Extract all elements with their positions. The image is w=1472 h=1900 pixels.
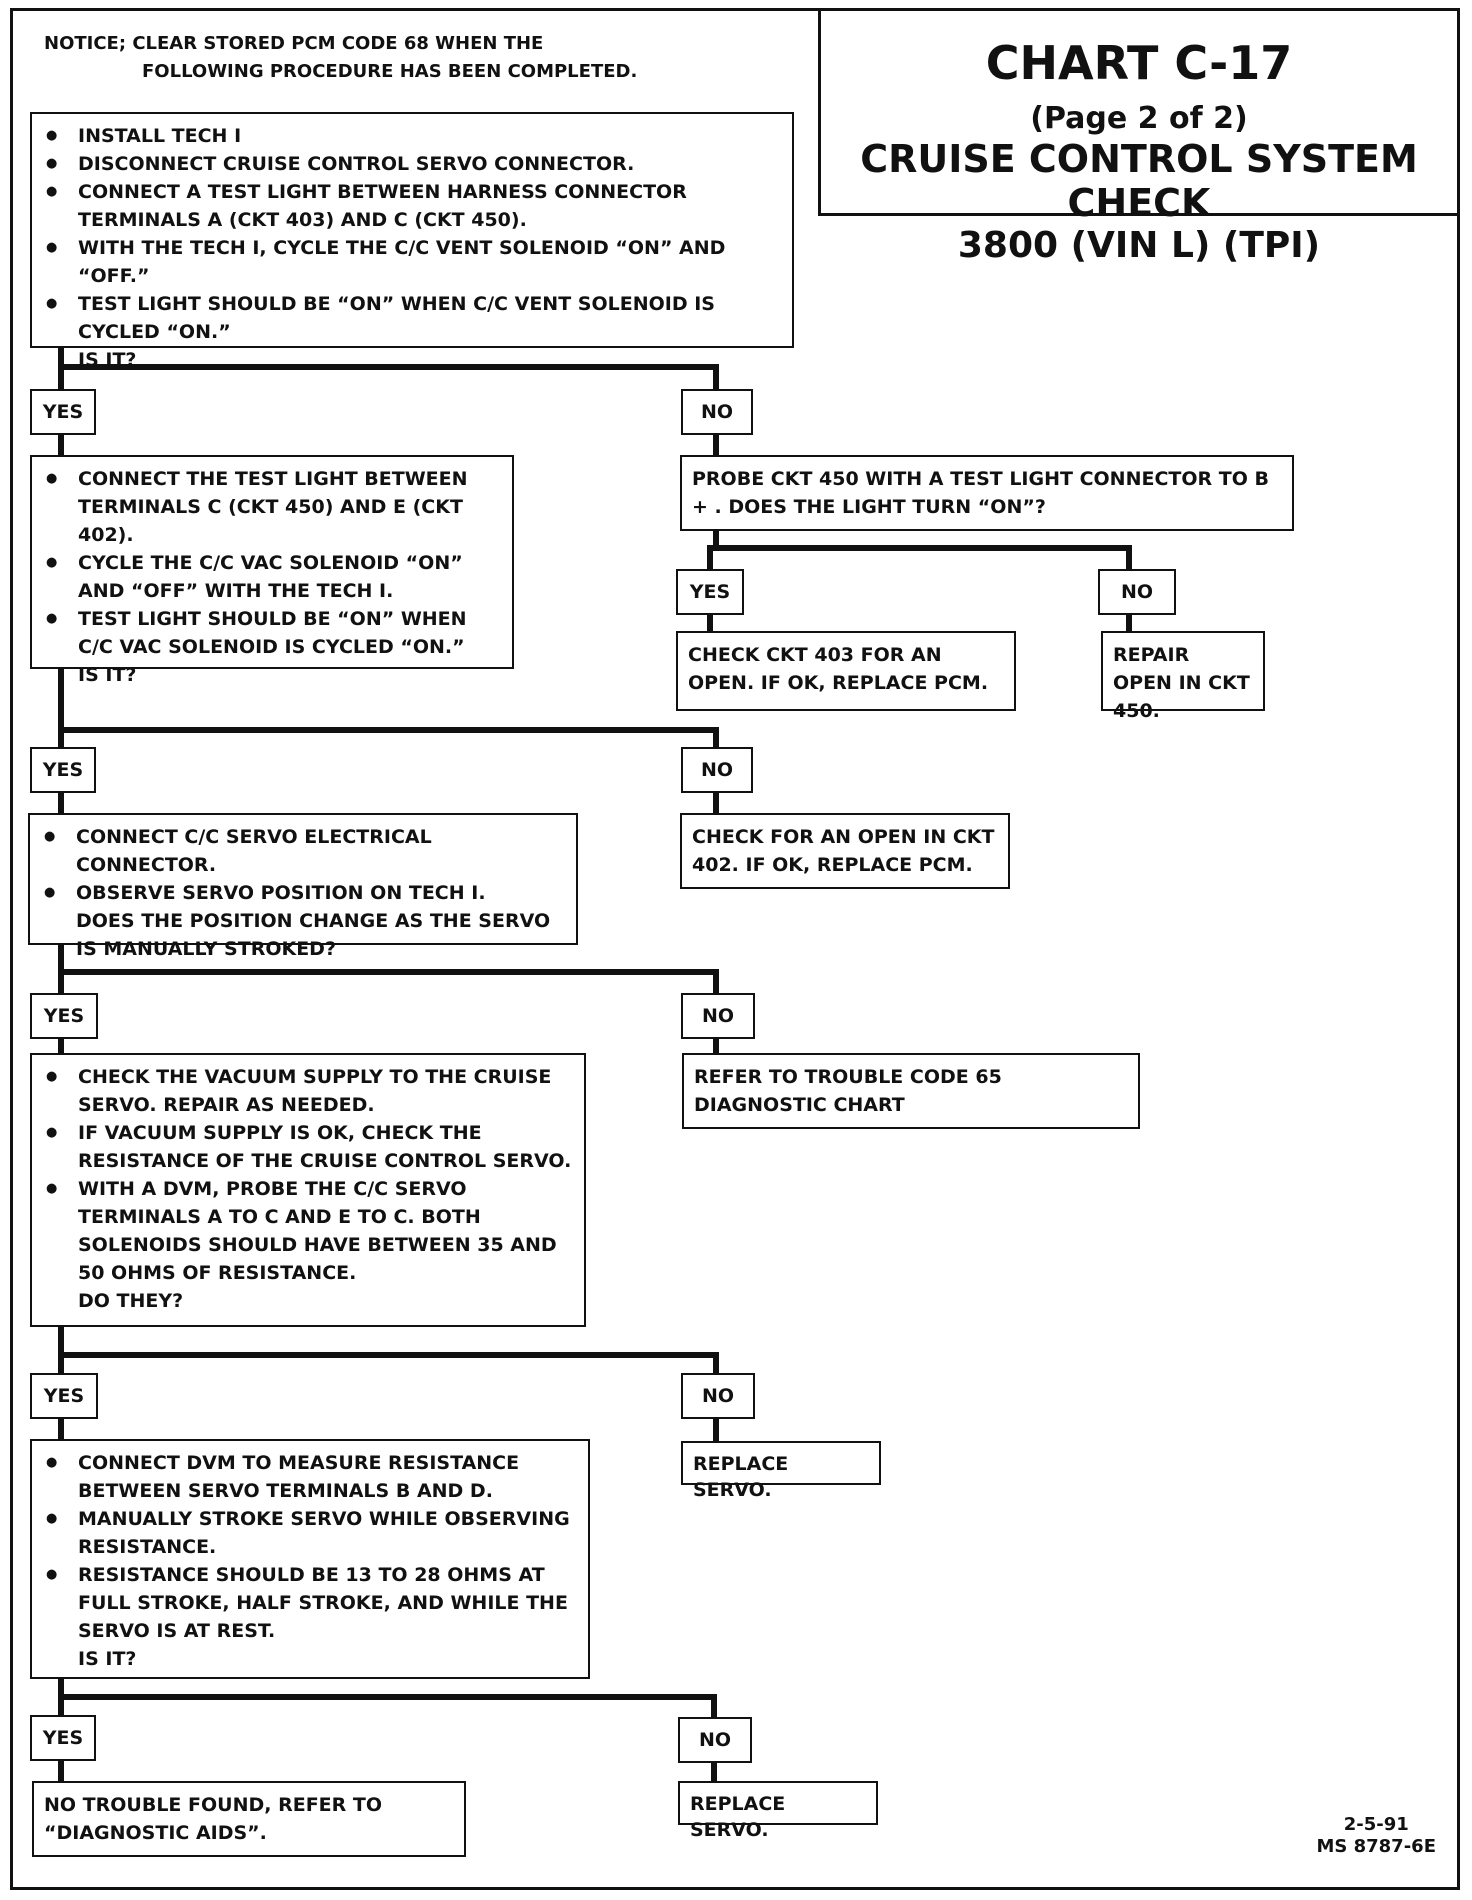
footer-date: 2-5-91	[1343, 1814, 1409, 1835]
step1-yes-label: YES	[30, 389, 96, 435]
step1-no-yes-action: CHECK CKT 403 FOR AN OPEN. IF OK, REPLAC…	[676, 631, 1016, 711]
step1-bullet: INSTALL TECH I	[42, 122, 782, 150]
step5-yes-label: YES	[30, 1715, 96, 1761]
step1-bullet: CONNECT A TEST LIGHT BETWEEN HARNESS CON…	[42, 178, 782, 234]
step5-bullet: RESISTANCE SHOULD BE 13 TO 28 OHMS AT FU…	[42, 1561, 578, 1645]
step5-question: IS IT?	[78, 1648, 137, 1670]
step1-no-action: PROBE CKT 450 WITH A TEST LIGHT CONNECTO…	[680, 455, 1294, 531]
step2-bullet: CONNECT THE TEST LIGHT BETWEEN TERMINALS…	[42, 465, 502, 549]
step5-no-action: REPLACE SERVO.	[678, 1781, 878, 1841]
step1-no-no-action: REPAIR OPEN IN CKT 450.	[1101, 631, 1265, 722]
step3-no-label: NO	[681, 993, 755, 1039]
step3-question: DOES THE POSITION CHANGE AS THE SERVO IS…	[76, 910, 551, 960]
step1-question: IS IT?	[78, 349, 137, 371]
step5-bullet: CONNECT DVM TO MEASURE RESISTANCE BETWEE…	[42, 1449, 578, 1505]
step4-bullet: IF VACUUM SUPPLY IS OK, CHECK THE RESIST…	[42, 1119, 574, 1175]
chart-title-block: CHART C-17 (Page 2 of 2) CRUISE CONTROL …	[818, 8, 1460, 266]
chart-page: (Page 2 of 2)	[1030, 101, 1248, 136]
step4-box: CHECK THE VACUUM SUPPLY TO THE CRUISE SE…	[30, 1053, 586, 1327]
step3-box: CONNECT C/C SERVO ELECTRICAL CONNECTOR. …	[28, 813, 578, 960]
chart-number: CHART C-17	[985, 36, 1293, 90]
step4-yes-label: YES	[30, 1373, 98, 1419]
footer: 2-5-91 MS 8787-6E	[1316, 1814, 1436, 1858]
step1-no-label: NO	[681, 389, 753, 435]
step5-no-label: NO	[678, 1717, 752, 1763]
step4-no-label: NO	[681, 1373, 755, 1419]
step5-bullet: MANUALLY STROKE SERVO WHILE OBSERVING RE…	[42, 1505, 578, 1561]
footer-code: MS 8787-6E	[1316, 1836, 1436, 1857]
page-border	[10, 8, 1460, 1890]
step1-no-yes-label: YES	[676, 569, 744, 615]
step2-no-action: CHECK FOR AN OPEN IN CKT 402. IF OK, REP…	[680, 813, 1010, 889]
step1-box: INSTALL TECH I DISCONNECT CRUISE CONTROL…	[30, 112, 794, 371]
step1-bullet: TEST LIGHT SHOULD BE “ON” WHEN C/C VENT …	[42, 290, 782, 346]
step2-question: IS IT?	[78, 664, 137, 686]
chart-engine: 3800 (VIN L) (TPI)	[957, 225, 1321, 266]
step4-no-action: REPLACE SERVO.	[681, 1441, 881, 1501]
step5-yes-action: NO TROUBLE FOUND, REFER TO “DIAGNOSTIC A…	[32, 1781, 466, 1857]
step2-bullet: TEST LIGHT SHOULD BE “ON” WHEN C/C VAC S…	[42, 605, 502, 661]
step1-bullet: WITH THE TECH I, CYCLE THE C/C VENT SOLE…	[42, 234, 782, 290]
step1-no-no-label: NO	[1098, 569, 1176, 615]
step2-yes-label: YES	[30, 747, 96, 793]
chart-name: CRUISE CONTROL SYSTEM CHECK	[860, 137, 1418, 225]
step3-no-action: REFER TO TROUBLE CODE 65 DIAGNOSTIC CHAR…	[682, 1053, 1140, 1129]
step4-bullet: CHECK THE VACUUM SUPPLY TO THE CRUISE SE…	[42, 1063, 574, 1119]
notice-line-1: NOTICE; CLEAR STORED PCM CODE 68 WHEN TH…	[44, 33, 544, 54]
step4-bullet: WITH A DVM, PROBE THE C/C SERVO TERMINAL…	[42, 1175, 574, 1287]
step5-box: CONNECT DVM TO MEASURE RESISTANCE BETWEE…	[30, 1439, 590, 1679]
step3-yes-label: YES	[30, 993, 98, 1039]
notice: NOTICE; CLEAR STORED PCM CODE 68 WHEN TH…	[44, 30, 637, 86]
step4-question: DO THEY?	[78, 1290, 184, 1312]
step2-bullet: CYCLE THE C/C VAC SOLENOID “ON” AND “OFF…	[42, 549, 502, 605]
step2-no-label: NO	[681, 747, 753, 793]
step3-bullet: CONNECT C/C SERVO ELECTRICAL CONNECTOR.	[40, 823, 566, 879]
step1-bullet: DISCONNECT CRUISE CONTROL SERVO CONNECTO…	[42, 150, 782, 178]
notice-line-2: FOLLOWING PROCEDURE HAS BEEN COMPLETED.	[142, 61, 638, 82]
step3-bullet: OBSERVE SERVO POSITION ON TECH I.	[40, 879, 566, 907]
step2-box: CONNECT THE TEST LIGHT BETWEEN TERMINALS…	[30, 455, 514, 686]
